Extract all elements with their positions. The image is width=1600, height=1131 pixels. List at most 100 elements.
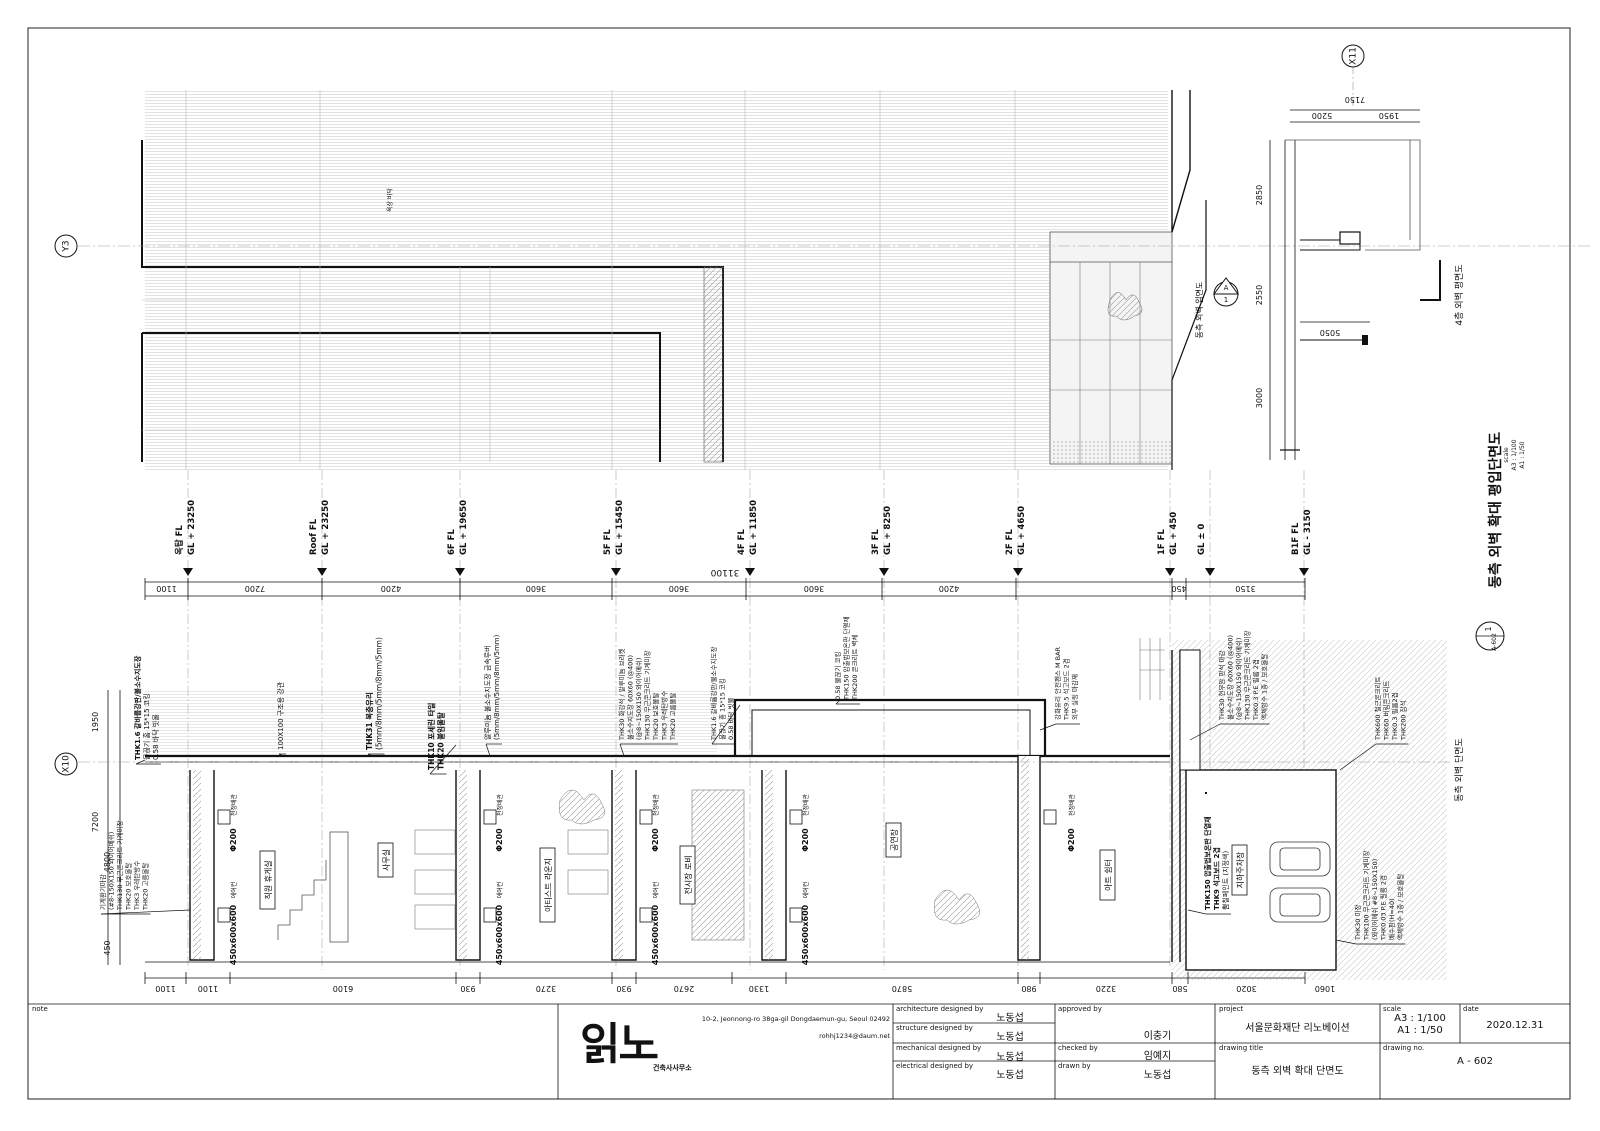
note-line: THK200 콘크리트 벽체	[850, 634, 859, 701]
drawn-label: drawn by	[1058, 1062, 1091, 1070]
dim-bottom: 5870	[892, 984, 912, 993]
date-label: date	[1463, 1005, 1479, 1013]
grid-label-y3: Y3	[62, 240, 72, 252]
grid-label-x10: X10	[62, 755, 72, 773]
dim-left: 7200	[91, 812, 100, 832]
note-line: THK3 우레탄방수	[132, 861, 141, 911]
level-name: Roof FL	[309, 518, 319, 555]
title-scale-a1: A1 : 1/50	[1519, 441, 1526, 468]
note-line: (@8~150X150 와이어메쉬)	[1234, 638, 1243, 720]
level-name: 5F FL	[603, 529, 613, 555]
note-line: 불소수지도장 60X60 (@400)	[626, 655, 635, 740]
equipment-tags: 450x600x600Φ200천정배관에어컨450x600x600Φ200천정배…	[229, 793, 1076, 965]
level-value: GL + 23250	[187, 500, 197, 555]
dim-top: 4200	[381, 584, 401, 593]
dim-bottom: 2670	[674, 984, 694, 993]
note-line: 배수판(H=40)	[1387, 898, 1396, 940]
struct-value: 노동섭	[996, 1032, 1024, 1043]
plan-dim: 5050	[1320, 328, 1340, 337]
dim-total: 31100	[710, 567, 739, 577]
left-dimension-chain	[107, 690, 121, 965]
room-label: 아티스트 라운지	[543, 858, 553, 912]
plan-caption: 4층 외벽 평면도	[1453, 264, 1465, 325]
section-view	[145, 638, 1447, 980]
note-line: 물끊기 홈 15*15 코킹	[718, 678, 727, 740]
elevation-marker: A 1	[1213, 277, 1239, 307]
grid-x10: X10	[54, 752, 1450, 776]
section-stairs	[277, 860, 327, 940]
note-line: (5mm/8mm/5mm/8mm/5mm)	[493, 634, 501, 740]
note-line: 기계환기마감	[98, 874, 107, 910]
dim-bottom: 1330	[749, 984, 769, 993]
dim-top: 450	[1171, 584, 1186, 593]
note-line: THK9 석고보드 2겹	[1212, 847, 1221, 910]
elevation-facade-hatch	[145, 90, 723, 470]
dim-bottom: 3220	[1096, 984, 1116, 993]
section-caption: 동측 외벽 단면도	[1453, 738, 1465, 802]
elevation-tree	[1107, 292, 1143, 321]
note-line: 뿜칠페인트 (지정색)	[1221, 851, 1230, 910]
note-line: THK600 철근콘크리트	[1373, 677, 1382, 741]
elevation-window-grid	[703, 266, 724, 463]
level-value: GL + 15450	[615, 500, 625, 555]
dim-top: 1100	[156, 584, 176, 593]
elec-value: 노동섭	[996, 1070, 1024, 1081]
level-value: GL + 450	[1169, 512, 1179, 555]
pipe-dia-tag: Φ200	[651, 828, 660, 852]
dim-top: 3150	[1235, 584, 1255, 593]
plan-dim: 2850	[1255, 185, 1264, 205]
room-label: 공연장	[889, 828, 899, 851]
dim-bottom: 3020	[1236, 984, 1256, 993]
dim-left: 4800	[103, 852, 112, 872]
ceiling-pipe-tag: 천정배관	[230, 793, 238, 816]
dim-top: 4200	[939, 584, 959, 593]
dim-bottom: 1100	[198, 984, 218, 993]
drawn-value: 노동섭	[1143, 1070, 1172, 1081]
note-line: THK31 복층유리	[364, 692, 374, 750]
duct-size-tag: 450x600x600	[495, 904, 504, 965]
pipe-dia-tag: Φ200	[1067, 828, 1076, 852]
level-value: GL + 11850	[749, 500, 759, 555]
project-label: project	[1219, 1005, 1244, 1013]
mech-value: 노동섭	[996, 1052, 1024, 1063]
sheet-border	[27, 27, 1571, 1100]
plan-dim: 3000	[1255, 388, 1264, 408]
note-line: THK0.3 필름2겹	[1391, 692, 1399, 741]
room-label: 지하주차장	[1235, 851, 1245, 888]
grid-label-x11: X11	[1349, 47, 1359, 65]
duct-size-tag: 450x600x600	[801, 904, 810, 965]
note-line: THK1.6 갈바륨강판/불소수지도장	[133, 655, 142, 760]
dim-top: 3600	[669, 584, 689, 593]
pipe-dia-tag: Φ200	[495, 828, 504, 852]
note-line: THK100 무근콘크리트 기계미장	[1362, 851, 1371, 941]
plan-view	[1269, 109, 1441, 460]
ceiling-pipe-tag: 천정배관	[652, 793, 660, 816]
drawing-no-label: drawing no.	[1383, 1044, 1425, 1052]
roof-note: 옥상 바닥	[386, 188, 394, 212]
pipe-dia-tag: Φ200	[801, 828, 810, 852]
note-line: THK30 미장	[1353, 905, 1362, 941]
level-name: 옥탑 FL	[174, 525, 185, 555]
approved-label: approved by	[1058, 1005, 1102, 1013]
room-label: 아트 쉼터	[1103, 859, 1113, 891]
elevation-caption: 동측 외벽 입면도	[1194, 282, 1204, 339]
plan-dim: 7150	[1345, 95, 1365, 104]
note-line: 불소수지도장 60X60 (@400)	[1226, 635, 1235, 720]
note-line: (와이어메쉬 #8~150X150)	[1370, 859, 1379, 940]
checked-label: checked by	[1058, 1044, 1098, 1052]
note-line: THK20 고름몰탈	[669, 693, 677, 741]
duct-size-tag: 450x600x600	[229, 904, 238, 965]
dim-bottom: 580	[1172, 984, 1187, 993]
note-line: 액체방수 1종 / 보호몰탈	[1260, 654, 1269, 720]
drawing-title-value: 동측 외벽 확대 단면도	[1251, 1066, 1344, 1077]
drawing-title-label: drawing title	[1219, 1044, 1264, 1052]
level-name: 1F FL	[1157, 529, 1167, 555]
note-line: THK0.03 P.E 필름 2겹	[1380, 875, 1388, 941]
note-line: THK20 보호몰탈	[125, 863, 133, 911]
note-line: THK20 붙임몰탈	[436, 712, 446, 770]
plan-dim: 2550	[1255, 285, 1264, 305]
level-value: GL + 8250	[883, 506, 893, 555]
